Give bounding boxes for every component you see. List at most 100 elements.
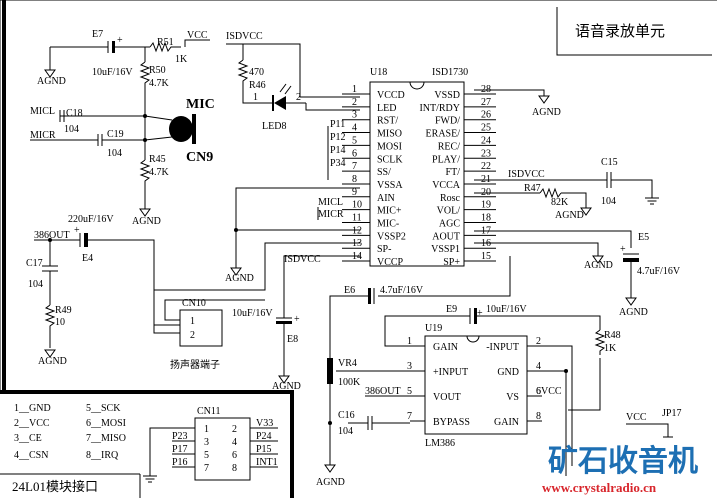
pin-legend: 1__GND 2__VCC 3__CE 4__CSN 5__SCK 6__MOS… [14,403,126,461]
u18-pin-name: VSSP1 [431,244,460,255]
u19-pin-name: +INPUT [433,367,468,378]
pin-number: 2 [190,330,195,341]
u18-pin-number: 25 [481,123,491,134]
r47-ref: R47 [524,183,541,194]
net-label: INT1 [256,457,278,468]
out-net: 386OUT [34,230,70,241]
u18-pin-number: 10 [352,200,362,211]
u19-part: LM386 [425,438,455,449]
u19-pin-number: 1 [407,336,412,347]
vcc-label: VCC [187,30,208,41]
c16-ref: C16 [338,410,355,421]
u19-ref: U19 [425,323,442,334]
pin-number: 8 [232,463,237,474]
led-pin: 1 [253,92,258,103]
u18-pin-name: VCCP [377,257,404,268]
agnd-label: AGND [555,210,584,221]
r48-ref: R48 [604,330,621,341]
e6-ref: E6 [344,285,355,296]
e4-ref: E4 [82,253,93,264]
cn10-label: 扬声器端子 [170,358,220,371]
legend-item: 4__CSN [14,450,48,461]
u18-pin-name: SS/ [377,167,391,178]
net-label: MICL [318,197,343,208]
u18-pin-name: AOUT [432,231,460,242]
polarity-mark: + [74,225,80,236]
r46-value: 470 [249,67,264,78]
u18-pin-name: VSSA [377,180,403,191]
u18-pin-name: SP- [377,244,391,255]
c15-value: 104 [601,196,616,207]
u18-pin-name: VCCA [432,180,461,191]
u18-pin-number: 12 [352,225,362,236]
pin-number: 7 [204,463,209,474]
vr4-ref: VR4 [338,358,357,369]
pin-number: 1 [190,316,195,327]
r50-ref: R50 [149,65,166,76]
polarity-mark: + [477,308,483,319]
agnd-label: AGND [38,356,67,367]
u19-pin-name: GAIN [494,417,519,428]
u18-pin-name: AGC [439,219,460,230]
net-label: P14 [330,145,346,156]
isdvcc-label: ISDVCC [226,31,263,42]
out-net: 386OUT [365,386,401,397]
c17-value: 104 [28,279,43,290]
e9-ref: E9 [446,304,457,315]
agnd-label: AGND [37,76,66,87]
r51-value: 1K [175,54,188,65]
u18-pin-number: 24 [481,135,491,146]
r45-ref: R45 [149,154,166,165]
output-network: 220uF/16V 386OUT + E4 C17 104 R49 10 AGN… [26,214,180,367]
agnd-label: AGND [619,307,648,318]
agnd-label: AGND [225,273,254,284]
vr4-value: 100K [338,377,361,388]
mic-label: MIC [186,97,215,112]
u18-pin-name: SP+ [443,257,460,268]
u18-chip: U18 ISD1730 1VCCD2LED3RST/4MISO5MOSI6SCL… [342,67,496,268]
u18-pin-name: LED [377,103,396,114]
led-icon [274,96,286,110]
e8-value: 10uF/16V [232,308,273,319]
u18-pin-number: 18 [481,213,491,224]
e6-value: 4.7uF/16V [380,285,424,296]
agnd-label: AGND [532,107,561,118]
u19-pin-number: 8 [536,411,541,422]
u19-pin-name: GAIN [433,342,458,353]
e5-value: 4.7uF/16V [637,266,681,277]
legend-item: 7__MISO [86,433,126,444]
u19-pin-number: 4 [536,361,541,372]
u18-pin-name: AIN [377,193,395,204]
frame: 语音录放单元 [0,0,717,390]
vcc-label: VCC [626,412,647,423]
c17-ref: C17 [26,258,43,269]
u18-pin-name: RST/ [377,116,398,127]
polarity-mark: + [117,35,123,46]
legend-item: 3__CE [14,433,42,444]
u19-pin-name: GND [497,367,519,378]
pin-number: 3 [204,437,209,448]
u18-left-nets: P11 P12 P14 P34 MICL MICR AGND ISDVCC [153,119,360,334]
u18-pin-name: MISO [377,129,402,140]
page-title: 语音录放单元 [575,23,665,40]
u18-pin-number: 1 [352,84,357,95]
u18-pin-name: VSSP2 [377,231,406,242]
u18-pin-number: 8 [352,174,357,185]
c19-ref: C19 [107,129,124,140]
u19-pin-number: 2 [536,336,541,347]
net-label: P23 [172,431,188,442]
isdvcc-label: ISDVCC [284,254,321,265]
net-label: P24 [256,431,272,442]
u18-pin-number: 4 [352,123,357,134]
mic-net: MICR [30,130,56,141]
u18-pin-name: Rosc [440,193,461,204]
e6-vr4: E6 4.7uF/16V VR4 100K AGND [316,256,511,488]
module-area: 24L01模块接口 1__GND 2__VCC 3__CE 4__CSN 5__… [0,390,294,498]
u18-pin-number: 26 [481,110,491,121]
net-label: P34 [330,158,346,169]
u18-pin-number: 9 [352,187,357,198]
u18-pin-name: MIC- [377,219,399,230]
u18-left-pins: 1VCCD2LED3RST/4MISO5MOSI6SCLK7SS/8VSSA9A… [342,84,406,268]
